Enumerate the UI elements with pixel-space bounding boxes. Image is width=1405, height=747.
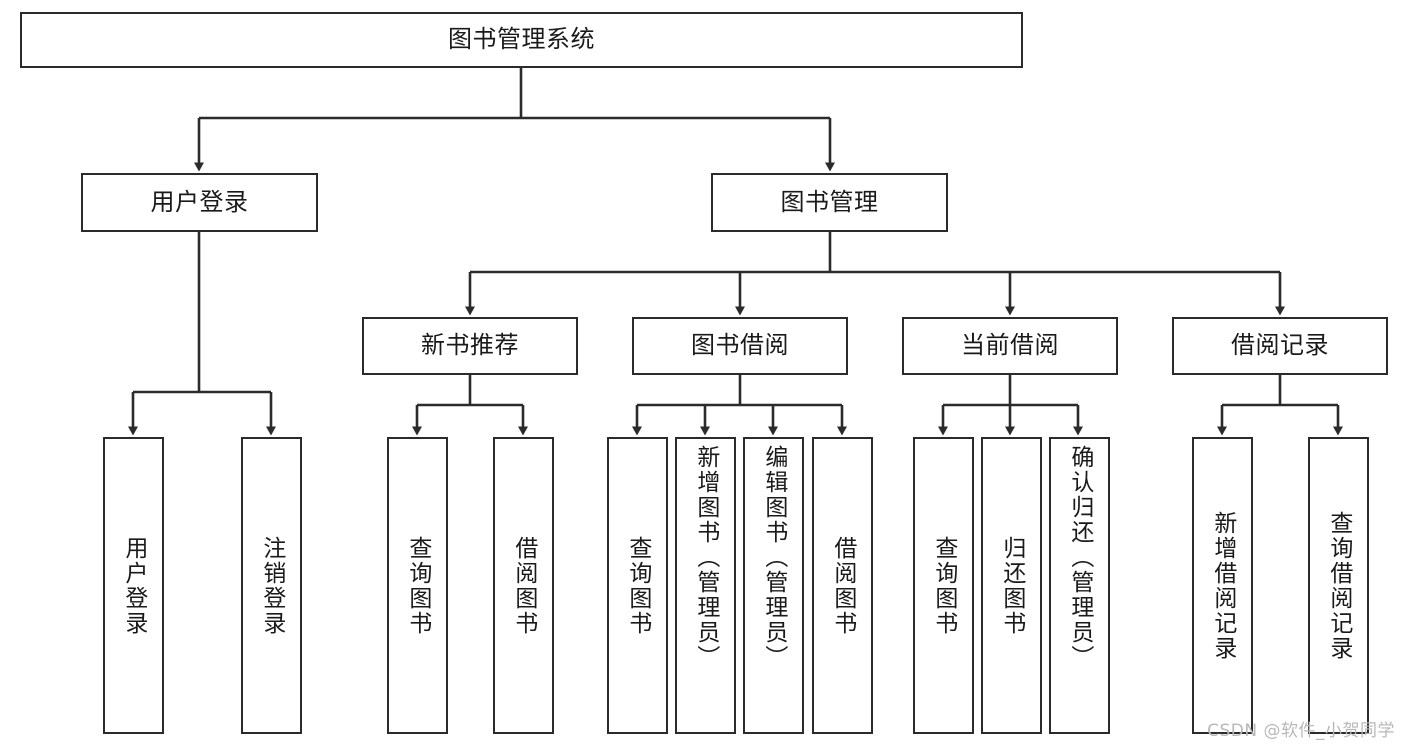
node-leaf-return-book-label: 归还图书 [998, 535, 1025, 636]
node-leaf-logout-login-label: 注销登录 [258, 535, 285, 636]
node-leaf-query-book-3[interactable]: 查询图书 [913, 437, 974, 734]
node-leaf-query-book-2-label: 查询图书 [624, 535, 651, 636]
node-current-borrow[interactable]: 当前借阅 [902, 317, 1118, 375]
csdn-watermark: CSDN @软件_小贺同学 [1207, 721, 1395, 741]
node-new-book-recommend[interactable]: 新书推荐 [362, 317, 578, 375]
node-root[interactable]: 图书管理系统 [20, 12, 1023, 68]
node-leaf-add-record-label: 新增借阅记录 [1209, 510, 1236, 661]
node-leaf-query-book-2[interactable]: 查询图书 [607, 437, 668, 734]
node-leaf-logout-login[interactable]: 注销登录 [241, 437, 302, 734]
node-new-book-recommend-label: 新书推荐 [421, 331, 519, 360]
node-book-borrow-label: 图书借阅 [691, 331, 789, 360]
node-leaf-confirm-return[interactable]: 确认归还（管理员） [1049, 437, 1110, 734]
node-leaf-query-record[interactable]: 查询借阅记录 [1308, 437, 1369, 734]
node-leaf-edit-book[interactable]: 编辑图书（管理员） [743, 437, 804, 734]
node-book-borrow[interactable]: 图书借阅 [632, 317, 848, 375]
node-user-login[interactable]: 用户登录 [81, 173, 318, 232]
node-leaf-confirm-return-label: 确认归还（管理员） [1066, 445, 1093, 670]
node-leaf-borrow-book-1[interactable]: 借阅图书 [493, 437, 554, 734]
node-current-borrow-label: 当前借阅 [961, 331, 1059, 360]
node-leaf-query-book-1-label: 查询图书 [404, 535, 431, 636]
node-leaf-add-book[interactable]: 新增图书（管理员） [675, 437, 736, 734]
node-leaf-borrow-book-1-label: 借阅图书 [510, 535, 537, 636]
node-leaf-query-book-3-label: 查询图书 [930, 535, 957, 636]
node-book-manage-label: 图书管理 [780, 187, 879, 216]
node-root-label: 图书管理系统 [448, 25, 595, 54]
node-borrow-record[interactable]: 借阅记录 [1172, 317, 1388, 375]
node-leaf-add-book-label: 新增图书（管理员） [692, 445, 719, 670]
node-book-manage[interactable]: 图书管理 [711, 173, 948, 232]
node-leaf-borrow-book-2-label: 借阅图书 [829, 535, 856, 636]
node-leaf-borrow-book-2[interactable]: 借阅图书 [812, 437, 873, 734]
node-user-login-label: 用户登录 [150, 187, 249, 216]
node-leaf-add-record[interactable]: 新增借阅记录 [1192, 437, 1253, 734]
node-borrow-record-label: 借阅记录 [1231, 331, 1329, 360]
node-leaf-user-login[interactable]: 用户登录 [103, 437, 164, 734]
node-leaf-return-book[interactable]: 归还图书 [981, 437, 1042, 734]
node-leaf-query-record-label: 查询借阅记录 [1325, 510, 1352, 661]
node-leaf-query-book-1[interactable]: 查询图书 [387, 437, 448, 734]
node-leaf-edit-book-label: 编辑图书（管理员） [760, 445, 787, 670]
node-leaf-user-login-label: 用户登录 [120, 535, 147, 636]
